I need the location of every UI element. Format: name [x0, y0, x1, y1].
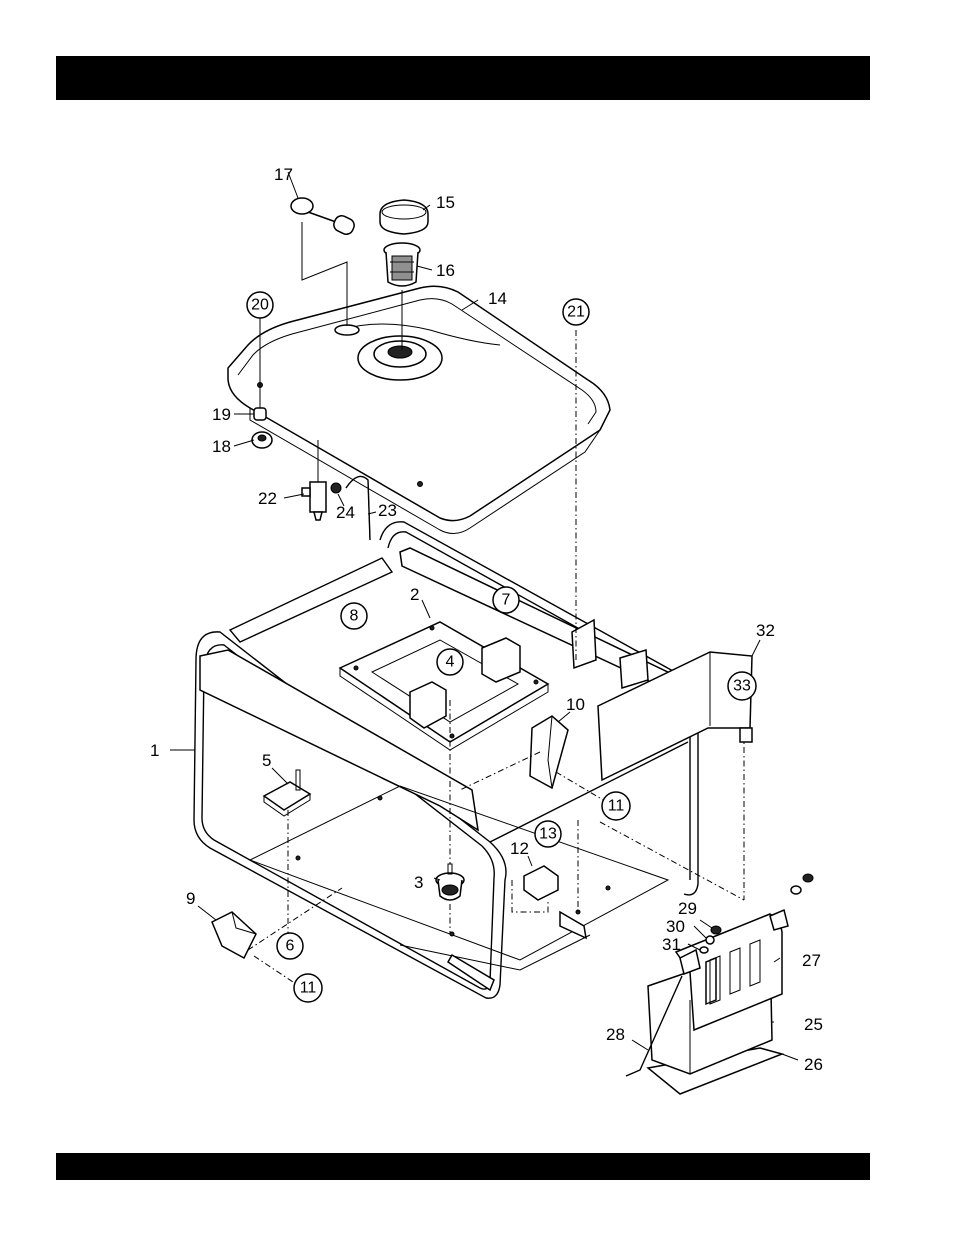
circled-label-7: 7	[493, 587, 519, 613]
label-12: 12	[510, 839, 529, 858]
label-19: 19	[212, 405, 231, 424]
label-25: 25	[804, 1015, 823, 1034]
circled-label-6: 6	[277, 933, 303, 959]
circled-label-33: 33	[728, 672, 756, 700]
label-3: 3	[414, 873, 423, 892]
circled-label-21: 21	[563, 299, 589, 325]
circled-label-13-text: 13	[539, 826, 557, 843]
label-15: 15	[436, 193, 455, 212]
label-10: 10	[566, 695, 585, 714]
engine-base-plate	[340, 622, 548, 750]
fuel-gauge	[291, 198, 356, 236]
fuel-tank	[228, 286, 610, 533]
circled-label-11-lower-text: 11	[300, 980, 317, 997]
circled-label-13: 13	[535, 821, 561, 847]
circled-label-21-text: 21	[567, 304, 585, 321]
circled-label-20: 20	[247, 292, 273, 318]
circled-label-7-text: 7	[502, 592, 511, 609]
rubber-mount-3	[436, 864, 464, 900]
label-30: 30	[666, 917, 685, 936]
bracket-10	[530, 716, 568, 788]
circled-label-11-upper-text: 11	[608, 798, 625, 815]
circled-label-33-text: 33	[733, 678, 751, 695]
label-29: 29	[678, 899, 697, 918]
label-5: 5	[262, 751, 271, 770]
circled-label-11-upper: 11	[602, 792, 630, 820]
label-31: 31	[662, 935, 681, 954]
circled-label-8-text: 8	[350, 608, 359, 625]
label-27: 27	[802, 951, 821, 970]
clamp-12	[524, 866, 558, 900]
label-9: 9	[186, 889, 195, 908]
fuel-strainer	[384, 243, 420, 286]
circled-label-6-text: 6	[286, 938, 295, 955]
label-32: 32	[756, 621, 775, 640]
circled-label-11-lower: 11	[294, 974, 322, 1002]
label-24: 24	[336, 503, 355, 522]
label-17: 17	[274, 165, 293, 184]
circled-label-8: 8	[341, 603, 367, 629]
bushing-18	[252, 432, 272, 448]
label-26: 26	[804, 1055, 823, 1074]
label-2: 2	[410, 585, 419, 604]
label-16: 16	[436, 261, 455, 280]
label-28: 28	[606, 1025, 625, 1044]
label-1: 1	[150, 741, 159, 760]
label-18: 18	[212, 437, 231, 456]
label-22: 22	[258, 489, 277, 508]
label-23: 23	[378, 501, 397, 520]
circled-label-4: 4	[437, 649, 463, 675]
bracket-9	[212, 912, 256, 958]
label-14: 14	[488, 289, 507, 308]
fuel-cap	[380, 200, 428, 234]
bushing-19	[254, 408, 266, 420]
circled-label-4-text: 4	[446, 654, 455, 671]
mount-bracket-5	[264, 770, 310, 816]
circled-label-20-text: 20	[251, 297, 269, 314]
